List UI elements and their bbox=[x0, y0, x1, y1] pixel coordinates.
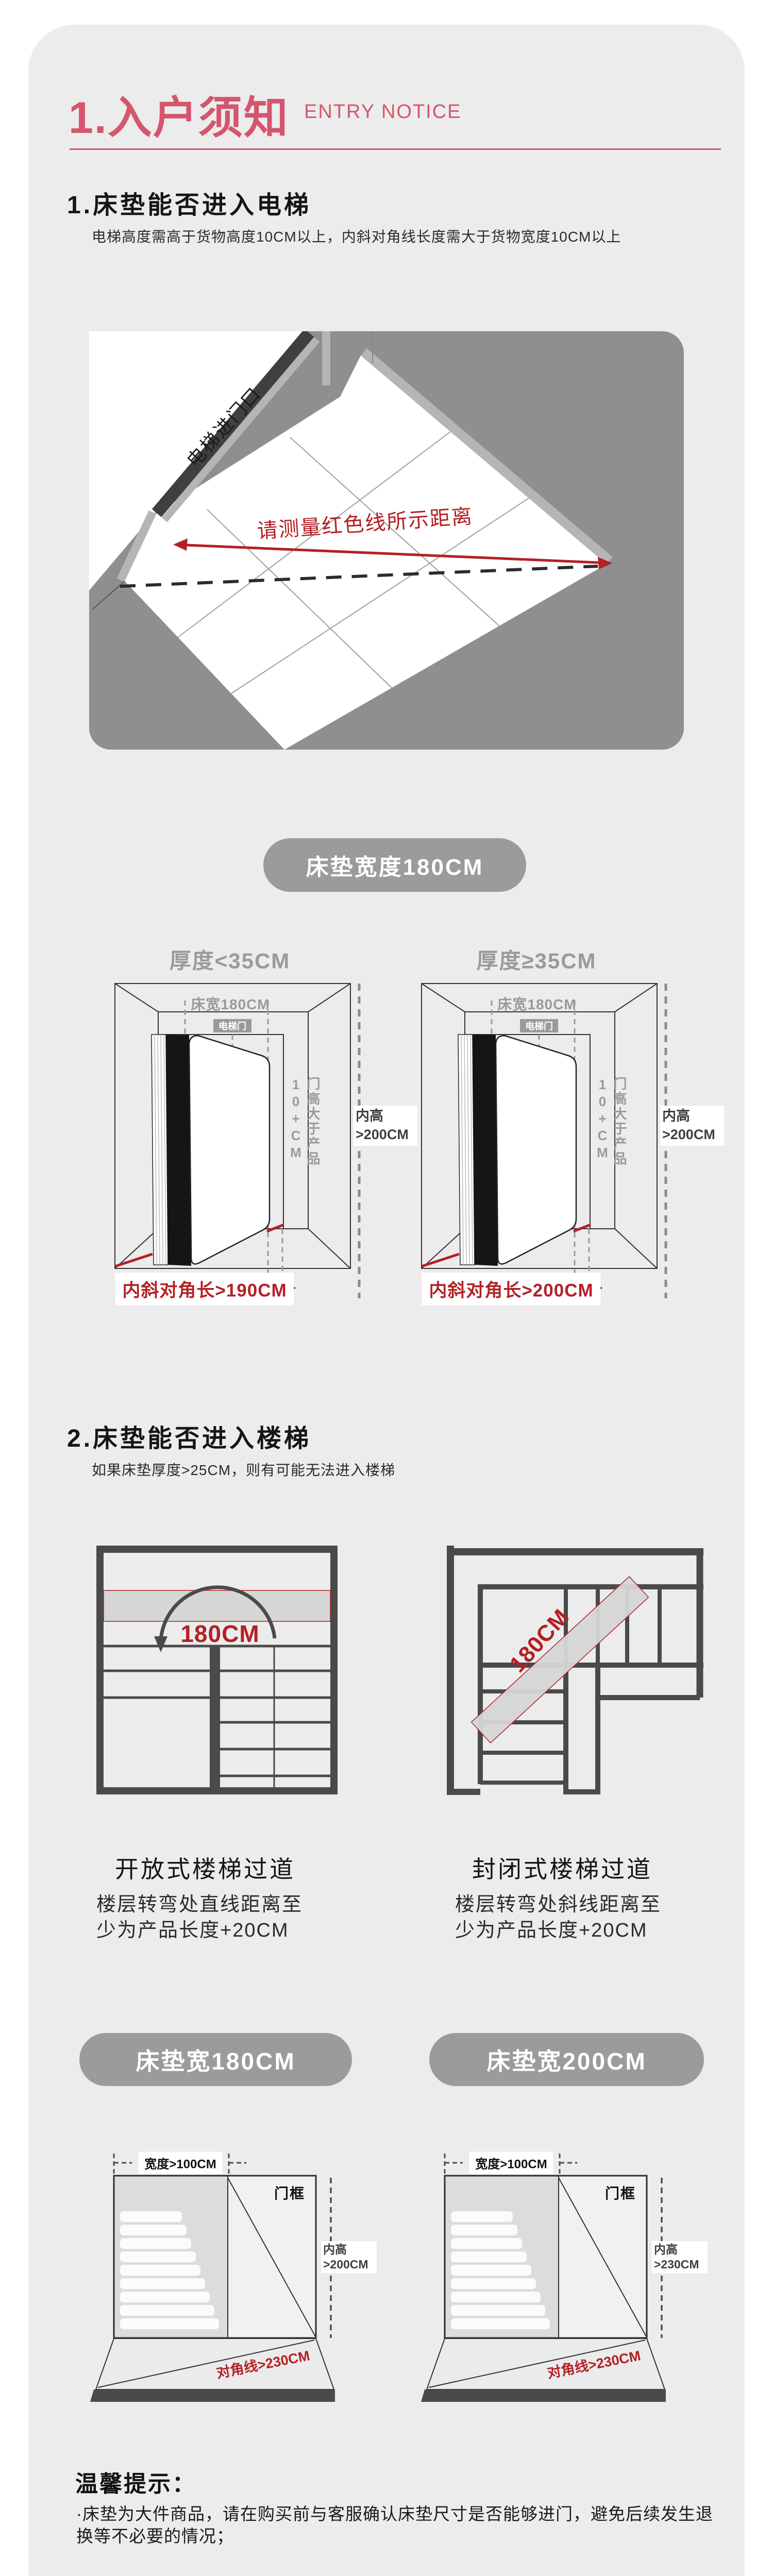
elevator-door-tag: 电梯门 bbox=[213, 1019, 251, 1032]
mattress-face bbox=[495, 1035, 577, 1265]
inner-height-label: 内高 bbox=[323, 2243, 347, 2256]
floor-slab bbox=[90, 2389, 335, 2402]
mattress-side-band bbox=[166, 1035, 191, 1266]
inner-height-value: >230CM bbox=[654, 2258, 699, 2271]
mattress-edge-stripes bbox=[154, 1034, 166, 1265]
inner-height-value: >200CM bbox=[356, 1127, 409, 1142]
closed-stair-name: 封闭式楼梯过道 bbox=[472, 1856, 652, 1883]
baseboard-left bbox=[116, 510, 157, 582]
doorway-diagram-2-graphics bbox=[421, 2154, 666, 2402]
doorway-width-label: 宽度>100CM bbox=[469, 2151, 553, 2174]
door-diagram-thick-graphics bbox=[421, 983, 667, 1298]
section1-heading: 1.床垫能否进入电梯 bbox=[67, 192, 312, 219]
inner-height-value: >200CM bbox=[323, 2258, 368, 2271]
section2-subtext: 如果床垫厚度>25CM，则有可能无法进入楼梯 bbox=[92, 1462, 396, 1478]
red-arrowhead-left bbox=[173, 538, 188, 551]
door-diagram-thick-title: 厚度≥35CM bbox=[476, 948, 597, 973]
floor-slab bbox=[421, 2389, 666, 2402]
door-diagram-thin-title: 厚度<35CM bbox=[169, 948, 291, 973]
width-dashes bbox=[444, 2154, 577, 2175]
red-diagonal-right bbox=[266, 1223, 284, 1233]
door-height-note: 门高大于产品10+CM bbox=[595, 1077, 627, 1166]
red-arrowhead-right bbox=[598, 557, 612, 569]
open-stair-name: 开放式楼梯过道 bbox=[115, 1856, 295, 1883]
inner-height-box: 内高 >200CM bbox=[321, 2241, 377, 2273]
elevator-floor-diagram bbox=[89, 331, 684, 750]
floor-diagonal bbox=[97, 2340, 315, 2388]
diagonal-line bbox=[227, 2177, 316, 2337]
door-diagram-thin-graphics bbox=[114, 983, 361, 1298]
open-staircase-diagram bbox=[96, 1546, 338, 1794]
floor-edge-line bbox=[92, 581, 125, 609]
inner-height-label: 内高 bbox=[654, 2243, 678, 2256]
page-title-en: ENTRY NOTICE bbox=[304, 101, 462, 123]
perspective-lines bbox=[421, 983, 658, 1269]
red-diagonal-left bbox=[421, 1252, 460, 1268]
door-frame-label: 门框 bbox=[274, 2185, 306, 2201]
diagonal-note: 内斜对角长>200CM bbox=[422, 1273, 601, 1306]
inner-height-box: 内高 >200CM bbox=[660, 1106, 724, 1146]
mattress-face bbox=[188, 1035, 271, 1265]
elevator-door-strip bbox=[152, 331, 314, 517]
section2-heading: 2.床垫能否进入楼梯 bbox=[67, 1425, 312, 1452]
stair-center-wall bbox=[210, 1646, 220, 1791]
tips-heading: 温馨提示： bbox=[75, 2471, 196, 2497]
closed-staircase-diagram bbox=[447, 1546, 703, 1795]
perspective-lines bbox=[114, 983, 351, 1269]
outer-frame bbox=[421, 983, 658, 1269]
open-stair-dim: 180CM bbox=[180, 1620, 260, 1647]
mattress-side-band bbox=[473, 1035, 498, 1266]
width-badge-180: 床垫宽180CM bbox=[79, 2033, 352, 2086]
stair-steps bbox=[451, 2211, 550, 2329]
door-sill-strip bbox=[161, 337, 320, 522]
red-diagonal-right bbox=[573, 1223, 591, 1233]
diagonal-note: 内斜对角长>190CM bbox=[115, 1273, 294, 1306]
red-diagonal-left bbox=[114, 1252, 153, 1268]
stair-walls bbox=[447, 1546, 703, 1795]
floor-diagonal bbox=[428, 2340, 646, 2388]
open-stair-caption: 楼层转弯处直线距离至 少为产品长度+20CM bbox=[96, 1892, 303, 1943]
tips-item-1: ·床垫为大件商品，请在购买前与客服确认床垫尺寸是否能够进门，避免后续发生退换等不… bbox=[76, 2504, 713, 2546]
width-dashes bbox=[113, 2154, 246, 2175]
floor-tile-lines bbox=[177, 431, 529, 694]
section1-subtext: 电梯高度需高于货物高度10CM以上，内斜对角线长度需大于货物宽度10CM以上 bbox=[92, 229, 621, 245]
measure-dashed-line bbox=[120, 565, 598, 588]
mattress-edge-stripes bbox=[461, 1034, 473, 1265]
caption-line: 少为产品长度+20CM bbox=[455, 1920, 648, 1941]
stair-treads bbox=[104, 1645, 330, 1791]
baseboard-right bbox=[361, 348, 613, 564]
caption-line: 楼层转弯处直线距离至 bbox=[96, 1894, 303, 1916]
bed-width-label: 床宽180CM bbox=[191, 996, 270, 1012]
stair-steps bbox=[120, 2211, 219, 2329]
bed-width-label: 床宽180CM bbox=[497, 996, 577, 1012]
page-title: 1.入户须知 bbox=[69, 93, 289, 143]
inner-height-box: 内高 >200CM bbox=[354, 1106, 417, 1146]
width-badge-200: 床垫宽200CM bbox=[429, 2033, 704, 2086]
mattress-band-diagonal bbox=[470, 1575, 649, 1744]
measure-red-line bbox=[186, 544, 599, 564]
caption-line: 楼层转弯处斜线距离至 bbox=[455, 1894, 662, 1916]
mattress-width-badge: 床垫宽度180CM bbox=[263, 838, 526, 892]
outer-frame bbox=[114, 983, 351, 1269]
caption-line: 少为产品长度+20CM bbox=[96, 1920, 289, 1941]
door-height-note: 门高大于产品10+CM bbox=[288, 1077, 321, 1166]
tips-item-2: ·请务必按照客服要求正确测量电梯尺寸，因床垫不能安全进入电梯或楼道，而导致无法上… bbox=[76, 2574, 715, 2576]
door-frame-label: 门框 bbox=[604, 2185, 636, 2201]
inner-height-label: 内高 bbox=[356, 1108, 383, 1124]
turn-arrow-head bbox=[154, 1636, 167, 1652]
closed-stair-caption: 楼层转弯处斜线距离至 少为产品长度+20CM bbox=[455, 1892, 661, 1943]
doorway-width-label: 宽度>100CM bbox=[138, 2151, 223, 2174]
header-divider bbox=[70, 148, 721, 150]
mattress-band bbox=[103, 1590, 331, 1622]
turn-arrow-arc bbox=[159, 1585, 277, 1640]
elevator-door-tag: 电梯门 bbox=[520, 1019, 558, 1032]
inner-height-label: 内高 bbox=[662, 1108, 690, 1124]
doorway-diagram-1-graphics bbox=[90, 2154, 335, 2402]
inner-height-value: >200CM bbox=[662, 1127, 715, 1142]
diagonal-line bbox=[558, 2177, 647, 2337]
inner-height-box: 内高 >230CM bbox=[652, 2241, 708, 2273]
